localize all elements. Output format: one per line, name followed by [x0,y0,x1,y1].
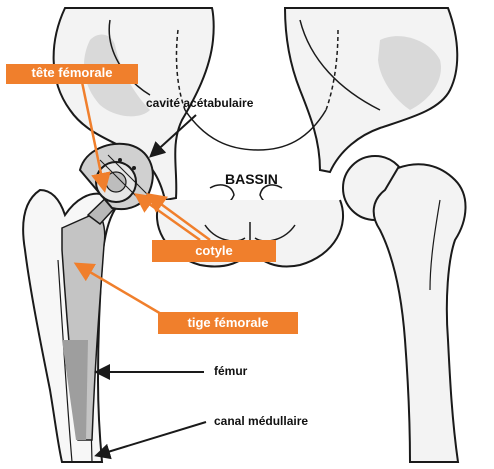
right-iliac-wing [285,8,457,172]
label-cotyle: cotyle [152,240,276,262]
label-femur: fémur [214,364,247,378]
arrow-canal-medullaire [98,422,206,455]
label-cavite-acetabulaire: cavité acétabulaire [146,96,253,110]
label-canal-medullaire: canal médullaire [214,414,308,428]
right-femur [343,156,466,462]
label-tige-femorale: tige fémorale [158,312,298,334]
femoral-stem [62,192,122,440]
label-tete-femorale: tête fémorale [6,64,138,84]
label-bassin: BASSIN [225,172,278,186]
